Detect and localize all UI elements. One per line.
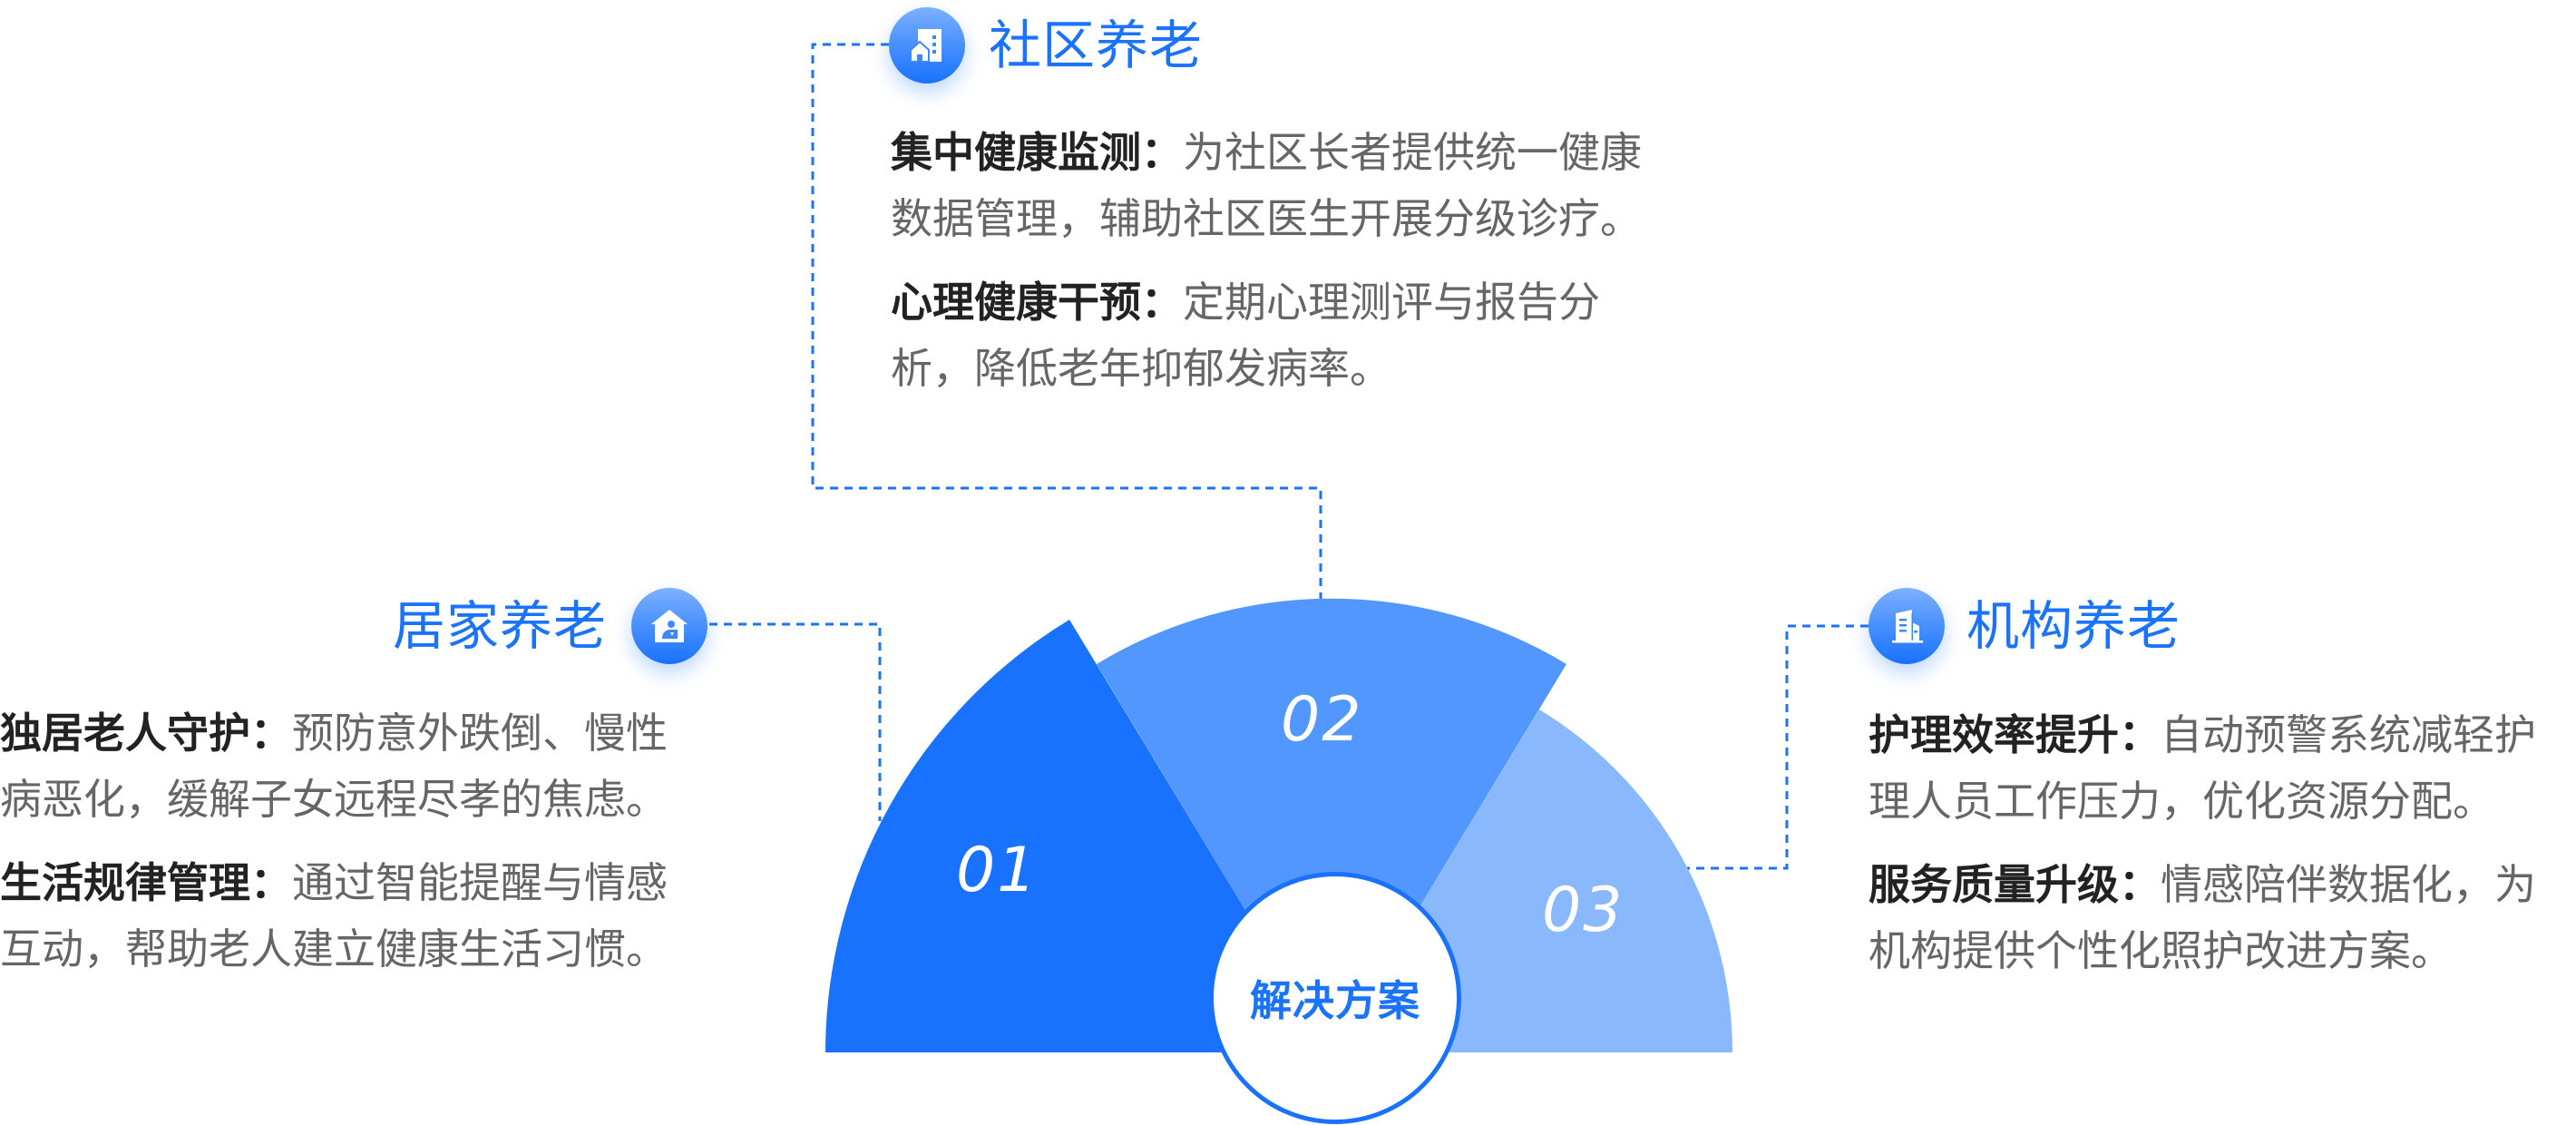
item-text: 析，降低老年抑郁发病率。 xyxy=(891,344,1391,393)
item-text: 预防意外跌倒、慢性 xyxy=(292,709,668,758)
item-text: 数据管理，辅助社区医生开展分级诊疗。 xyxy=(891,194,1642,243)
segment-01 xyxy=(825,620,1332,1052)
segment-number-03: 03 xyxy=(1542,875,1625,946)
item-text: 理人员工作压力，优化资源分配。 xyxy=(1869,777,2494,826)
segment-02 xyxy=(1097,598,1566,1052)
home-icon-badge xyxy=(631,588,707,664)
institution-title: 机构养老 xyxy=(1966,595,2181,657)
community-building-icon xyxy=(910,29,942,63)
home-title: 居家养老 xyxy=(393,595,608,657)
connector-home xyxy=(709,622,882,821)
house-person-icon xyxy=(651,610,688,642)
item-text: 定期心理测评与报告分 xyxy=(1183,278,1600,327)
institution-item: 服务质量升级：情感陪伴数据化，为 机构提供个性化照护改进方案。 xyxy=(1869,852,2536,984)
item-text: 为社区长者提供统一健康 xyxy=(1183,128,1642,177)
connector-community xyxy=(811,43,1322,601)
item-text: 机构提供个性化照护改进方案。 xyxy=(1869,926,2453,975)
segment-number-02: 02 xyxy=(1281,684,1363,756)
item-label: 心理健康干预： xyxy=(891,278,1183,327)
community-title: 社区养老 xyxy=(989,15,1204,76)
institution-building-icon xyxy=(1892,610,1923,643)
item-label: 集中健康监测： xyxy=(891,128,1183,177)
item-text: 自动预警系统减轻护 xyxy=(2161,710,2536,759)
home-item: 独居老人守护：预防意外跌倒、慢性 病恶化，缓解子女远程尽孝的焦虑。 xyxy=(0,700,668,833)
item-text: 病恶化，缓解子女远程尽孝的焦虑。 xyxy=(0,775,668,824)
item-text: 情感陪伴数据化，为 xyxy=(2161,860,2536,909)
connector-institution xyxy=(1687,624,1869,870)
home-item: 生活规律管理：通过智能提醒与情感 互动，帮助老人建立健康生活习惯。 xyxy=(0,850,668,983)
home-description: 独居老人守护：预防意外跌倒、慢性 病恶化，缓解子女远程尽孝的焦虑。 生活规律管理… xyxy=(0,700,668,1000)
institution-item: 护理效率提升：自动预警系统减轻护 理人员工作压力，优化资源分配。 xyxy=(1869,702,2536,835)
segment-number-01: 01 xyxy=(956,835,1039,906)
institution-icon-badge xyxy=(1869,588,1945,664)
community-description: 集中健康监测：为社区长者提供统一健康 数据管理，辅助社区医生开展分级诊疗。 心理… xyxy=(891,120,1642,419)
item-label: 生活规律管理： xyxy=(0,858,292,907)
item-text: 互动，帮助老人建立健康生活习惯。 xyxy=(0,924,668,973)
item-label: 独居老人守护： xyxy=(0,709,292,758)
item-label: 护理效率提升： xyxy=(1869,710,2161,759)
item-label: 服务质量升级： xyxy=(1869,860,2161,909)
community-item: 心理健康干预：定期心理测评与报告分 析，降低老年抑郁发病率。 xyxy=(891,269,1642,402)
center-solution-circle: 解决方案 xyxy=(1209,872,1461,1124)
item-text: 通过智能提醒与情感 xyxy=(292,858,668,907)
community-icon-badge xyxy=(889,7,965,83)
community-item: 集中健康监测：为社区长者提供统一健康 数据管理，辅助社区医生开展分级诊疗。 xyxy=(891,120,1642,252)
institution-description: 护理效率提升：自动预警系统减轻护 理人员工作压力，优化资源分配。 服务质量升级：… xyxy=(1869,702,2536,1002)
center-label: 解决方案 xyxy=(1250,976,1420,1025)
